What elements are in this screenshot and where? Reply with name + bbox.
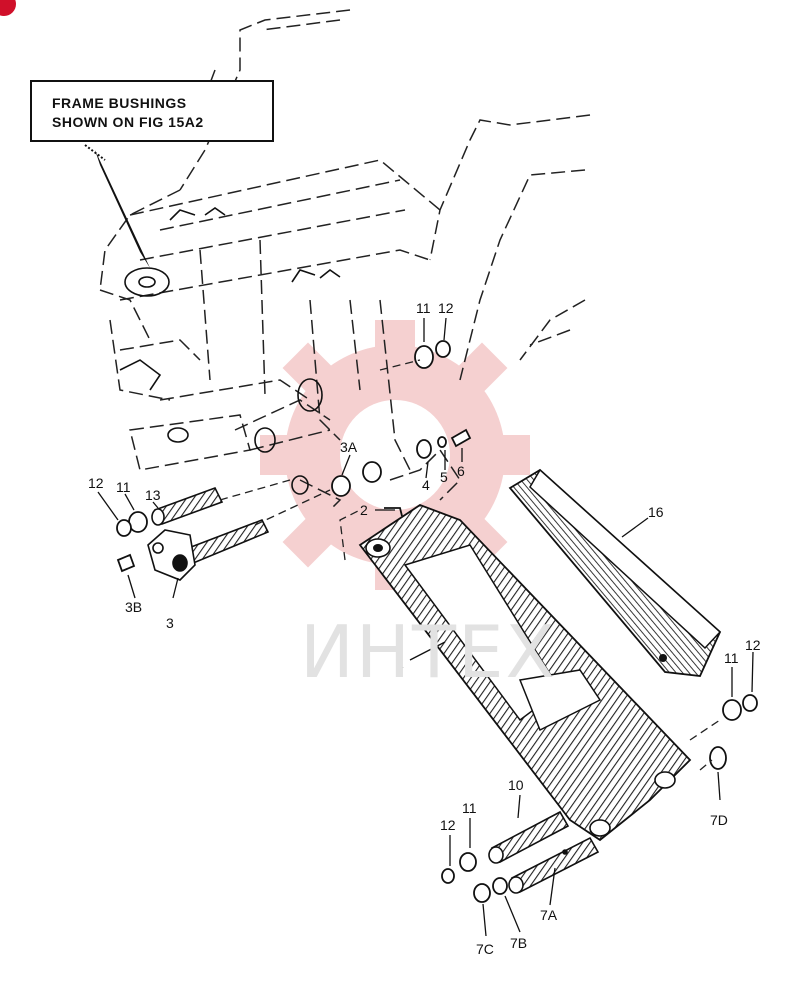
- washer-3a-2: [362, 461, 382, 483]
- pin-part-13: [151, 487, 224, 526]
- callout-16: 16: [648, 504, 664, 520]
- callout-11-right: 11: [724, 650, 739, 666]
- pin-part-10: [488, 810, 570, 864]
- callout-7b: 7B: [510, 935, 527, 951]
- callout-2: 2: [360, 502, 368, 518]
- washer-11-bottom: [459, 852, 477, 872]
- washer-7d: [709, 746, 727, 770]
- nut-5: [437, 436, 447, 448]
- callout-12-bottom: 12: [440, 817, 456, 833]
- ring-12-top: [435, 340, 451, 358]
- callout-7c: 7C: [476, 941, 494, 957]
- note-line-2: SHOWN ON FIG 15A2: [52, 114, 204, 130]
- pin-part-7a: [508, 836, 600, 894]
- callout-12-left: 12: [88, 475, 104, 491]
- callout-numbers: 11 12 3A 4 5 6 2 16 1 12 11 13 3B 3 11 1…: [88, 300, 761, 957]
- ring-12-bottom: [441, 868, 455, 884]
- corner-mark: [0, 0, 16, 16]
- ring-7c: [473, 883, 491, 903]
- note-line-1: FRAME BUSHINGS: [52, 95, 187, 111]
- frame-bushings-note: FRAME BUSHINGS SHOWN ON FIG 15A2: [30, 80, 274, 142]
- callout-1: 1: [396, 655, 404, 671]
- callout-10: 10: [508, 777, 524, 793]
- ring-12-left: [116, 519, 132, 537]
- callout-7a: 7A: [540, 907, 558, 923]
- washer-11-top: [414, 345, 434, 369]
- frame-outline: [99, 9, 591, 511]
- callout-3: 3: [166, 615, 174, 631]
- callout-3b: 3B: [125, 599, 142, 615]
- shield-part-16: [508, 468, 722, 677]
- pin-2: [384, 507, 403, 517]
- callout-12-top: 12: [438, 300, 454, 316]
- arm-part-1: [358, 503, 692, 842]
- bolt-6: [450, 428, 472, 448]
- callout-11-top: 11: [416, 300, 431, 316]
- callout-leaders: [97, 317, 754, 937]
- callout-11-left: 11: [116, 479, 131, 495]
- callout-6: 6: [457, 463, 465, 479]
- washer-4: [416, 439, 432, 459]
- washer-3a-1: [331, 475, 351, 497]
- callout-4: 4: [422, 477, 430, 493]
- note-leader: [84, 144, 150, 268]
- callout-11-bottom: 11: [462, 800, 477, 816]
- callout-7d: 7D: [710, 812, 728, 828]
- pin-part-3: [147, 518, 270, 581]
- callout-5: 5: [440, 469, 448, 485]
- callout-13: 13: [145, 487, 161, 503]
- watermark-text: ИНТЕХ: [300, 610, 557, 694]
- ring-12-right: [742, 694, 758, 712]
- frame-brackets: [119, 207, 341, 495]
- hardware: [116, 340, 758, 903]
- ring-7b: [492, 877, 508, 895]
- washer-11-right: [722, 699, 742, 721]
- callout-12-right: 12: [745, 637, 761, 653]
- alignment-lines: [219, 359, 721, 771]
- callout-3a: 3A: [340, 439, 358, 455]
- bolt-3b: [116, 553, 136, 573]
